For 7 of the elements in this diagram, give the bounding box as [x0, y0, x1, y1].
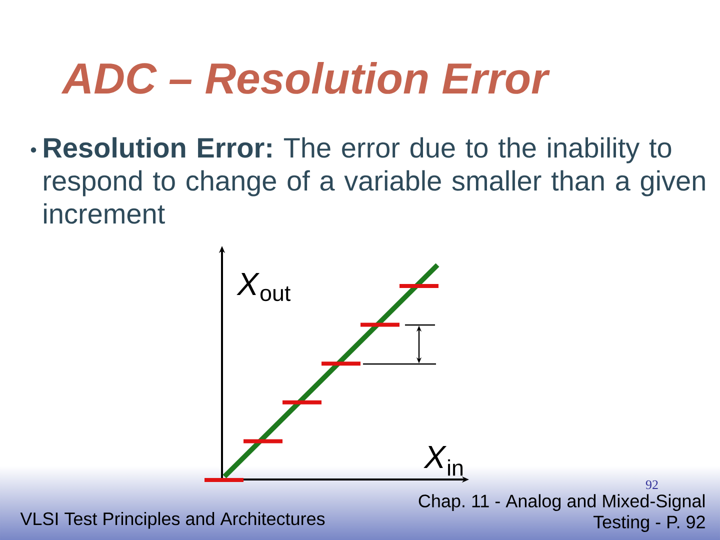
page-number: 92 [646, 480, 658, 490]
axis-label: X$_{in}$ [424, 446, 463, 476]
footer-text: Chap. 11 - Analog and Mixed-Signal Testing - P. 92 [418, 494, 705, 532]
bullet-text: Resolution Error: The error due to the inability to respond to change of a variable smaller than a given increment [44, 137, 705, 224]
slide-title: ADC – Resolution Error [61, 62, 550, 94]
footer-text: VLSI Test Principles and Architectures [20, 512, 325, 529]
axis-label: X$_{out}$ [236, 273, 290, 302]
